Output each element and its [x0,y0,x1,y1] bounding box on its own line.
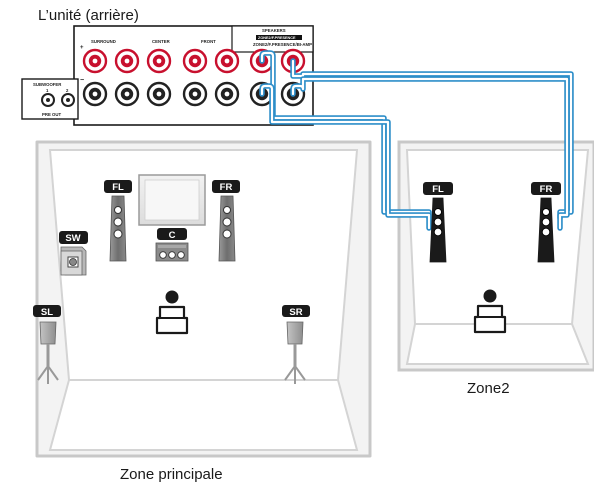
svg-text:FR: FR [220,182,233,193]
terminal-surround-r [114,48,140,107]
terminal-center [146,48,172,107]
main-zone-caption: Zone principale [120,466,223,483]
terminal-front-r [214,48,240,107]
speaker-zone2-fl-icon [429,197,447,263]
listener-zone2-icon [473,289,507,334]
svg-text:C: C [169,230,176,241]
tag-zone2-fl: FL [423,182,453,195]
speaker-main-sl-icon [37,321,59,384]
speaker-zone2-fr-icon [537,197,555,263]
pre-out-label: PRE OUT [42,112,61,117]
group-label-center: CENTER [152,39,171,44]
speaker-center-icon [155,242,189,262]
svg-text:SL: SL [41,307,53,318]
tag-main-fl: FL [104,180,132,193]
terminal-surround-l [82,48,108,107]
speaker-main-sr-icon [284,321,306,384]
zone2-bi-amp-label: ZONE2/F.PRESENCE/BI-AMP [253,42,312,47]
svg-text:+: + [80,45,84,51]
zone2-presence-label: ZONE2/F.PRESENCE [258,36,296,40]
sub-jack-2-label: 2 [66,88,69,93]
listener-main-icon [155,290,189,335]
speakers-label: SPEAKERS [262,28,286,33]
svg-text:FR: FR [540,184,553,195]
tv-icon [138,174,206,226]
subwoofer-icon [60,246,87,276]
cable-zone2-fr [290,58,574,231]
svg-text:FL: FL [112,182,124,193]
tag-main-sl: SL [33,305,61,318]
unit-title: L’unité (arrière) [38,7,139,24]
svg-text:SR: SR [289,307,302,318]
speaker-main-fr-icon [218,195,236,262]
group-label-front: FRONT [201,39,216,44]
terminal-front-l [182,48,208,107]
tag-main-sr: SR [282,305,310,318]
subwoofer-label: SUBWOOFER [33,82,62,87]
tag-subwoofer: SW [59,231,88,244]
tag-center: C [157,228,187,241]
zone2-caption: Zone2 [467,380,510,397]
tag-main-fr: FR [212,180,240,193]
group-label-surround: SURROUND [91,39,116,44]
sub-jack-1-label: 1 [46,88,49,93]
speaker-main-fl-icon [109,195,127,262]
svg-text:FL: FL [432,184,444,195]
svg-text:−: − [80,77,84,84]
tag-zone2-fr: FR [531,182,561,195]
zone2-cables [259,50,574,231]
svg-text:SW: SW [65,233,80,244]
cable-zone2-fl [259,50,432,231]
